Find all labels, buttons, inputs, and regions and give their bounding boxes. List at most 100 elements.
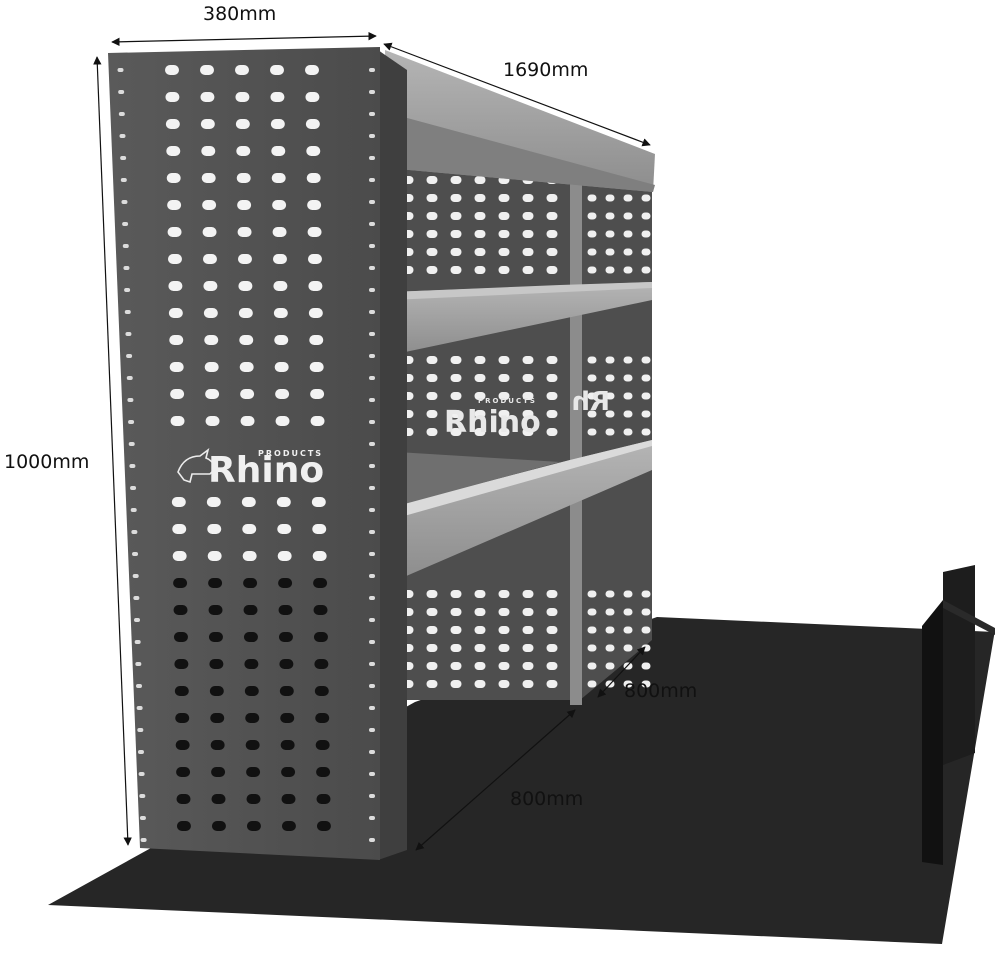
perforation-hole (173, 605, 188, 615)
perforation-hole (126, 376, 133, 380)
perforation-hole (129, 464, 136, 468)
perforation-hole (623, 644, 633, 652)
perforation-hole (167, 254, 182, 264)
perforation-hole (498, 230, 510, 238)
perforation-hole (176, 794, 191, 804)
perforation-hole (546, 194, 558, 202)
perforation-hole (273, 281, 288, 291)
perforation-hole (474, 374, 486, 382)
svg-text:Rhino: Rhino (444, 405, 541, 440)
perforation-hole (210, 740, 225, 750)
perforation-hole (474, 644, 486, 652)
perforation-hole (121, 200, 128, 204)
perforation-hole (132, 552, 139, 556)
perforation-hole (236, 173, 251, 183)
perforation-hole (605, 626, 615, 634)
perforation-hole (305, 65, 319, 75)
perforation-hole (280, 740, 295, 750)
perforation-hole (623, 194, 633, 202)
perforation-hole (474, 176, 486, 184)
perforation-hole (281, 794, 296, 804)
perforation-hole (450, 428, 462, 436)
perforation-hole (307, 200, 322, 210)
perforation-hole (426, 410, 438, 418)
perforation-hole (474, 680, 486, 688)
perforation-hole (310, 416, 325, 426)
perforation-hole (369, 332, 375, 336)
perforation-hole (211, 821, 226, 831)
perforation-hole (369, 376, 375, 380)
perforation-hole (623, 410, 633, 418)
perforation-hole (522, 662, 534, 670)
dim-line-bay-front (415, 709, 576, 851)
perforation-hole (522, 392, 534, 400)
perforation-hole (369, 508, 375, 512)
perforation-hole (474, 356, 486, 364)
perforation-hole (498, 266, 510, 274)
perforation-hole (546, 392, 558, 400)
perforation-hole (204, 362, 219, 372)
perforation-hole (173, 578, 188, 588)
perforation-hole (165, 92, 180, 102)
perforation-hole (240, 389, 255, 399)
perforation-hole (273, 308, 288, 318)
perforation-hole (522, 626, 534, 634)
perforation-hole (130, 486, 137, 490)
perforation-hole (426, 176, 438, 184)
perforation-hole (641, 662, 651, 670)
perforation-hole (236, 146, 251, 156)
perforation-hole (175, 740, 190, 750)
perforation-hole (369, 794, 375, 798)
perforation-hole (310, 389, 325, 399)
perforation-hole (522, 374, 534, 382)
perforation-hole (132, 574, 139, 578)
perforation-hole (119, 134, 126, 138)
perforation-hole (171, 497, 186, 507)
perforation-hole (369, 266, 375, 270)
perforation-hole (623, 392, 633, 400)
perforation-hole (605, 194, 615, 202)
perforation-hole (308, 281, 323, 291)
perforation-hole (369, 310, 375, 314)
perforation-hole (587, 644, 597, 652)
perforation-hole (313, 578, 328, 588)
perforation-hole (546, 410, 558, 418)
perforation-hole (170, 416, 185, 426)
perforation-hole (498, 626, 510, 634)
perforation-hole (208, 578, 223, 588)
perforation-hole (474, 662, 486, 670)
perforation-hole (122, 244, 129, 248)
perforation-hole (165, 65, 179, 75)
perforation-hole (173, 632, 188, 642)
perforation-hole (546, 266, 558, 274)
perforation-hole (309, 362, 324, 372)
perforation-hole (272, 254, 287, 264)
perforation-hole (474, 194, 486, 202)
perforation-hole (134, 618, 141, 622)
perforation-hole (605, 410, 615, 418)
perforation-hole (641, 356, 651, 364)
perforation-hole (546, 212, 558, 220)
perforation-hole (123, 266, 130, 270)
perforation-hole (270, 119, 285, 129)
perforation-hole (522, 590, 534, 598)
perforation-hole (498, 644, 510, 652)
perforation-hole (209, 659, 224, 669)
perforation-hole (242, 524, 257, 534)
perforation-hole (200, 92, 215, 102)
perforation-hole (277, 551, 292, 561)
perforation-hole (316, 767, 331, 777)
perforation-hole (498, 212, 510, 220)
rhino-logo: Rhino PRODUCTS (177, 448, 324, 491)
perforation-hole (605, 608, 615, 616)
perforation-hole (369, 618, 375, 622)
perforation-hole (201, 146, 216, 156)
perforation-hole (498, 356, 510, 364)
perforation-hole (426, 644, 438, 652)
perforation-hole (208, 605, 223, 615)
perforation-hole (522, 212, 534, 220)
perforation-hole (522, 608, 534, 616)
perforation-hole (587, 266, 597, 274)
perforation-hole (305, 92, 320, 102)
perforation-hole (127, 398, 134, 402)
